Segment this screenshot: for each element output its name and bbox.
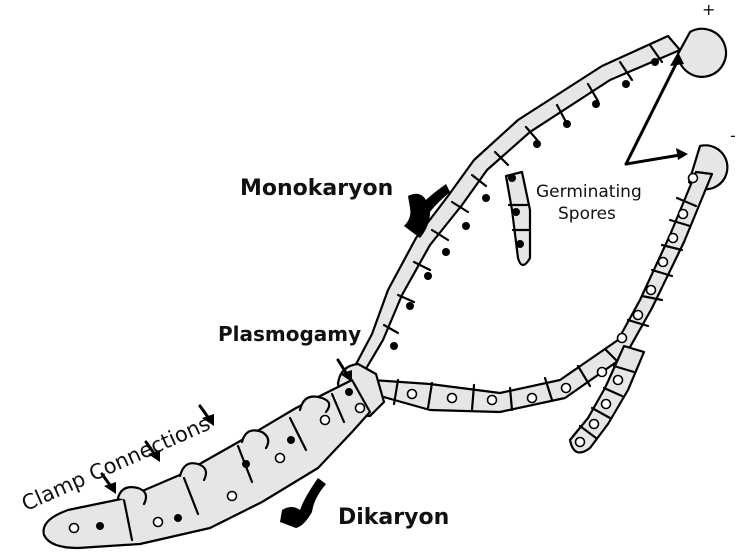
minus-mating-type: - bbox=[730, 126, 736, 145]
plasmogamy-label: Plasmogamy bbox=[218, 322, 361, 346]
monokaryon-side-branch bbox=[506, 172, 530, 265]
clamp-connection bbox=[300, 397, 329, 413]
monokaryon-label: Monokaryon bbox=[240, 176, 393, 201]
dikaryon-label: Dikaryon bbox=[338, 505, 449, 530]
plus-mating-type: + bbox=[702, 0, 715, 19]
arrow-to-spore-minus bbox=[626, 155, 680, 164]
arrow-to-spore-plus bbox=[626, 60, 678, 164]
germinating-label: Germinating bbox=[536, 182, 642, 202]
spore-plus bbox=[678, 29, 726, 77]
filled-nuclei bbox=[96, 58, 659, 530]
spores-label: Spores bbox=[558, 204, 616, 224]
